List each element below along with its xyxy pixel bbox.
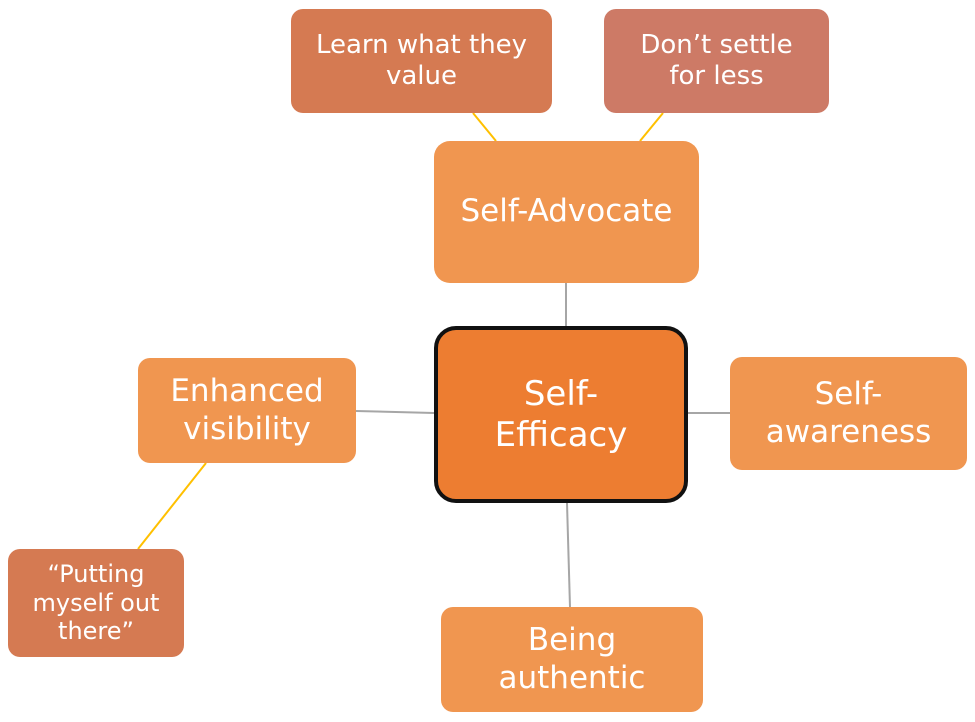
node-advocate-label: Self-Advocate (460, 193, 673, 230)
node-learn-label: Learn what they value (315, 29, 528, 91)
connector-advocate-settle (639, 112, 664, 142)
node-learn-what-they-value: Learn what they value (291, 9, 552, 113)
node-putting-label: “Putting myself out there” (32, 559, 160, 646)
node-dont-settle-for-less: Don’t settle for less (604, 9, 829, 113)
connector-center-visibility (355, 410, 435, 414)
node-putting-myself-out-there: “Putting myself out there” (8, 549, 184, 657)
connector-advocate-learn (472, 112, 497, 142)
node-center-label: Self- Efficacy (494, 373, 628, 455)
connector-center-authentic (566, 502, 571, 608)
node-self-awareness: Self- awareness (730, 357, 967, 470)
node-awareness-label: Self- awareness (765, 376, 932, 450)
node-self-advocate: Self-Advocate (434, 141, 699, 283)
node-visibility-label: Enhanced visibility (170, 373, 324, 447)
node-settle-label: Don’t settle for less (640, 29, 793, 91)
node-enhanced-visibility: Enhanced visibility (138, 358, 356, 463)
connector-visibility-putting (137, 462, 207, 550)
node-authentic-label: Being authentic (498, 622, 646, 696)
node-being-authentic: Being authentic (441, 607, 703, 712)
node-self-efficacy: Self- Efficacy (434, 326, 688, 503)
